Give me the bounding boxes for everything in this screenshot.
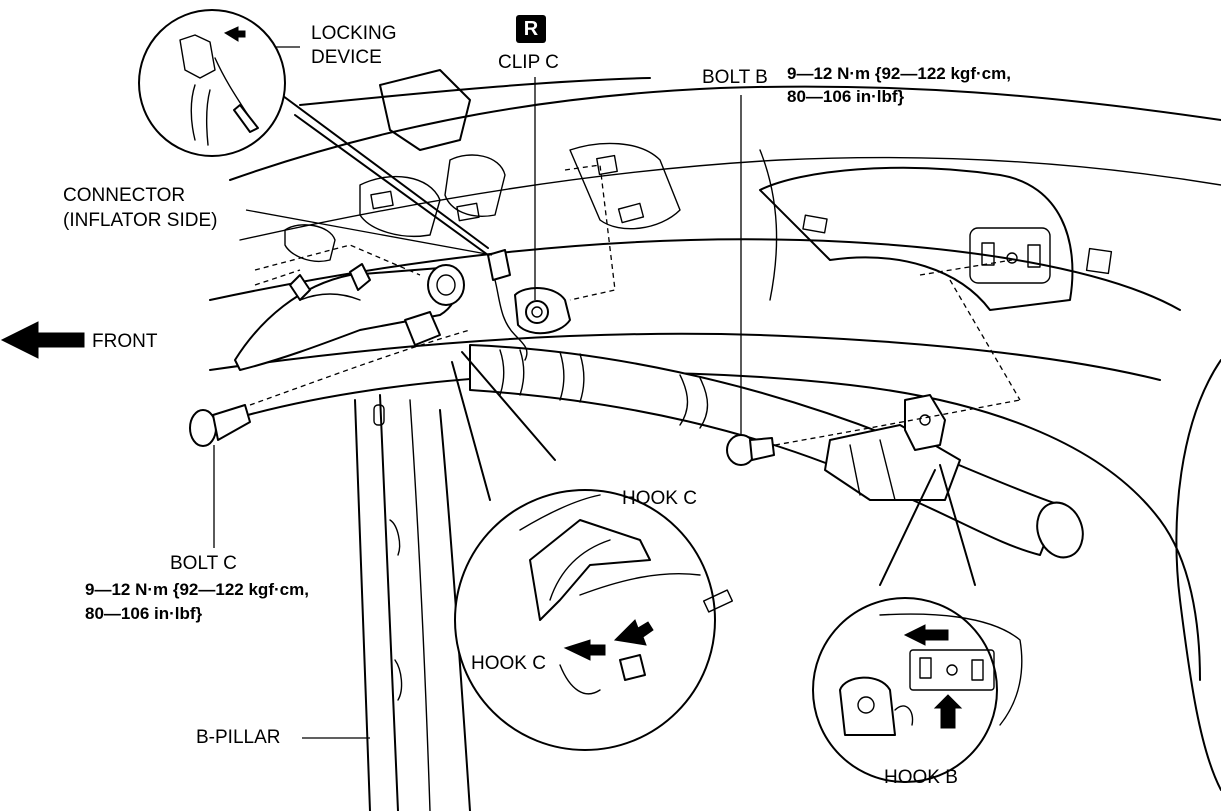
torque-bolt-b-line1: 9—12 N·m {92—122 kgf·cm, xyxy=(787,64,1011,83)
front-arrow-icon xyxy=(0,321,85,359)
bolt-b-part xyxy=(726,434,775,466)
leader-lines xyxy=(213,46,906,765)
label-hook-b: HOOK B xyxy=(884,767,958,788)
detail-hook-b xyxy=(812,597,1023,783)
label-locking-device-line1: LOCKING xyxy=(311,23,397,44)
label-connector-line1: CONNECTOR xyxy=(63,185,186,206)
alignment-dashes xyxy=(249,164,1021,446)
roof-body-structure xyxy=(209,69,1221,791)
torque-bolt-b-line2: 80—106 in·lbf} xyxy=(787,87,905,106)
clip-c-part xyxy=(514,287,571,335)
detail-locking-device xyxy=(138,9,286,157)
label-bolt-c: BOLT C xyxy=(170,553,237,574)
label-clip-c: CLIP C xyxy=(498,52,559,73)
connector-inflator-side xyxy=(487,249,528,361)
label-b-pillar: B-PILLAR xyxy=(196,727,281,748)
label-hook-c-lower: HOOK C xyxy=(471,653,546,674)
inflator-assembly xyxy=(234,263,465,371)
torque-bolt-c-line2: 80—106 in·lbf} xyxy=(85,604,203,623)
replace-part-badge: R xyxy=(516,15,546,43)
label-locking-device-line2: DEVICE xyxy=(311,47,382,68)
torque-bolt-c-line1: 9—12 N·m {92—122 kgf·cm, xyxy=(85,580,309,599)
bolt-c-part xyxy=(189,404,251,447)
curtain-airbag-module xyxy=(469,344,1084,559)
label-bolt-b: BOLT B xyxy=(702,67,768,88)
callout-funnels xyxy=(274,89,976,586)
detail-hook-c xyxy=(454,489,734,751)
label-front: FRONT xyxy=(92,331,158,352)
label-connector-line2: (INFLATOR SIDE) xyxy=(63,210,218,231)
label-hook-c-upper: HOOK C xyxy=(622,488,697,509)
b-pillar-panel xyxy=(354,394,471,811)
